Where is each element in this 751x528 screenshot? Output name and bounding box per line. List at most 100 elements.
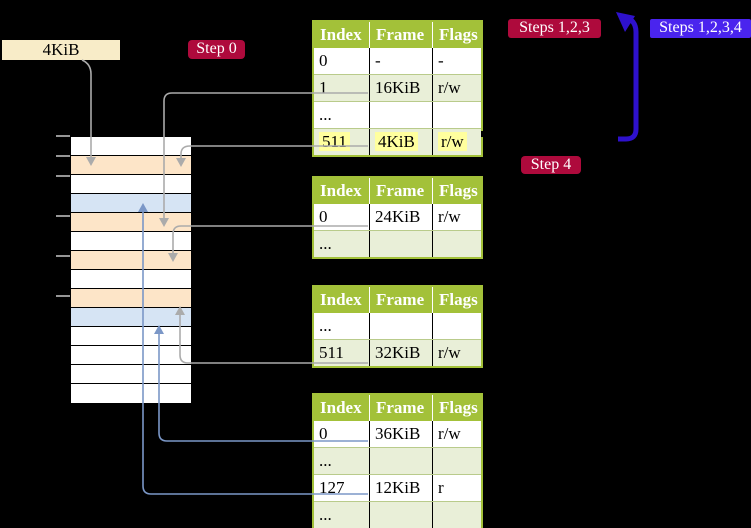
table-cell <box>432 313 481 339</box>
memory-frame-row-1 <box>71 156 191 175</box>
table-cell: r/w <box>432 75 481 101</box>
memory-frame-row-10 <box>71 327 191 346</box>
column-header-flags: Flags <box>432 22 481 48</box>
highlighted-value: 511 <box>319 132 350 151</box>
highlighted-value: 4KiB <box>375 132 418 151</box>
column-header-frame: Frame <box>369 395 432 421</box>
table-cell: 0 <box>319 424 328 443</box>
table-row: 0 -- <box>314 48 481 74</box>
table-cell: 511 <box>319 343 344 362</box>
table-cell: 32KiB <box>369 340 432 366</box>
tlb-return-arrow <box>616 12 639 142</box>
table-cell <box>432 102 481 128</box>
table-cell: 0 <box>319 207 328 226</box>
table-cell <box>369 448 432 474</box>
table-cell: 24KiB <box>369 204 432 230</box>
memory-tick-0 <box>56 135 70 137</box>
memory-tick-4 <box>56 255 70 257</box>
table-cell: 1 <box>319 78 328 97</box>
column-header-index: Index <box>320 181 362 200</box>
highlighted-value: r/w <box>438 132 467 151</box>
step-4-label: Step 4 <box>521 156 581 174</box>
step-0-label: Step 0 <box>188 40 245 59</box>
table-row: ... <box>314 447 481 474</box>
column-header-frame: Frame <box>369 178 432 204</box>
table-row: ... <box>314 313 481 339</box>
column-header-flags: Flags <box>432 178 481 204</box>
table-row: 511 4KiB r/w <box>314 128 481 155</box>
table-cell: r/w <box>432 421 481 447</box>
table-row: ... <box>314 101 481 128</box>
table-cell <box>432 502 481 528</box>
page-size-label: 4KiB <box>42 40 80 59</box>
column-header-frame: Frame <box>369 287 432 313</box>
table-cell: - <box>369 48 432 74</box>
column-header-index: Index <box>320 25 362 44</box>
table-cell: 127 <box>319 478 345 497</box>
memory-frame-row-4 <box>71 213 191 232</box>
memory-frame-row-0 <box>71 137 191 156</box>
table-cell: r/w <box>432 129 481 155</box>
table-cell: ... <box>319 234 332 253</box>
table-cell: 12KiB <box>369 475 432 501</box>
memory-tick-2 <box>56 175 70 177</box>
column-header-index: Index <box>320 290 362 309</box>
memory-frame-row-9 <box>71 308 191 327</box>
steps-123-label: Steps 1,2,3 <box>508 19 601 38</box>
table-cell <box>369 313 432 339</box>
column-header-flags: Flags <box>432 395 481 421</box>
table-edge-marker <box>481 131 485 137</box>
memory-frame-row-6 <box>71 251 191 270</box>
table-cell: ... <box>319 316 332 335</box>
memory-frame-row-2 <box>71 175 191 194</box>
table-row: ... <box>314 230 481 257</box>
memory-tick-5 <box>56 295 70 297</box>
table-cell: 0 <box>319 51 328 70</box>
memory-frame-row-12 <box>71 365 191 384</box>
memory-tick-1 <box>56 155 70 157</box>
table-row: ... <box>314 501 481 528</box>
steps-1234-label: Steps 1,2,3,4 <box>650 19 751 38</box>
table-cell: ... <box>319 451 332 470</box>
table-cell: r/w <box>432 204 481 230</box>
memory-frame-row-8 <box>71 289 191 308</box>
column-header-flags: Flags <box>432 287 481 313</box>
table-cell <box>432 448 481 474</box>
table-cell: 36KiB <box>369 421 432 447</box>
table-cell: 511 <box>314 129 369 155</box>
table-cell <box>432 231 481 257</box>
memory-frame-row-5 <box>71 232 191 251</box>
memory-frame-row-7 <box>71 270 191 289</box>
table-cell <box>369 102 432 128</box>
table-cell: 4KiB <box>369 129 432 155</box>
memory-frame-row-11 <box>71 346 191 365</box>
physical-memory-strip <box>70 136 192 418</box>
table-cell: r <box>432 475 481 501</box>
table-cell: ... <box>319 505 332 524</box>
table-cell: r/w <box>432 340 481 366</box>
column-header-index: Index <box>320 398 362 417</box>
table-cell: - <box>432 48 481 74</box>
memory-frame-row-13 <box>71 384 191 403</box>
table-cell <box>369 502 432 528</box>
table-cell: 16KiB <box>369 75 432 101</box>
memory-frame-row-3 <box>71 194 191 213</box>
column-header-frame: Frame <box>369 22 432 48</box>
table-cell <box>369 231 432 257</box>
memory-tick-3 <box>56 215 70 217</box>
page-size-box: 4KiB <box>2 40 120 60</box>
